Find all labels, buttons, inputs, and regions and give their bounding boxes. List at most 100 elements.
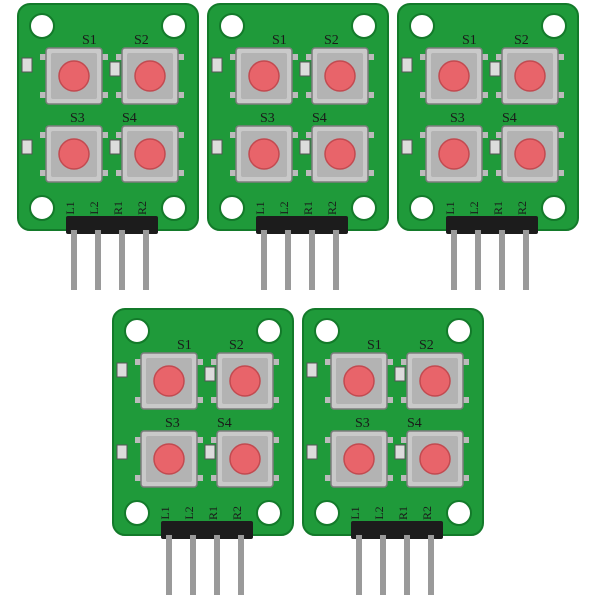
button-cap[interactable] <box>248 138 280 170</box>
button-cap[interactable] <box>514 60 546 92</box>
button-cap[interactable] <box>419 365 451 397</box>
pin-label: L2 <box>372 506 386 519</box>
smd-component <box>211 57 223 73</box>
mounting-hole <box>446 318 472 344</box>
header-pin <box>333 230 339 290</box>
tactile-switch[interactable] <box>306 47 374 105</box>
tactile-switch[interactable] <box>401 430 469 488</box>
smd-component <box>116 444 128 460</box>
mounting-hole <box>161 195 187 221</box>
mounting-hole <box>256 500 282 526</box>
mounting-hole <box>351 13 377 39</box>
button-cap[interactable] <box>438 60 470 92</box>
mounting-hole <box>219 13 245 39</box>
switch-label: S4 <box>122 111 137 126</box>
button-cap[interactable] <box>134 138 166 170</box>
button-cap[interactable] <box>153 365 185 397</box>
tactile-switch[interactable] <box>420 47 488 105</box>
switch-label: S3 <box>260 111 275 126</box>
tactile-switch[interactable] <box>40 125 108 183</box>
tactile-switch[interactable] <box>230 125 298 183</box>
switch-label: S4 <box>502 111 517 126</box>
tactile-switch[interactable] <box>135 352 203 410</box>
tactile-switch[interactable] <box>420 125 488 183</box>
smd-component <box>306 362 318 378</box>
button-cap[interactable] <box>514 138 546 170</box>
button-cap[interactable] <box>343 365 375 397</box>
button-cap[interactable] <box>58 138 90 170</box>
header-pin <box>404 535 410 595</box>
smd-component <box>299 61 311 77</box>
pin-label: L1 <box>253 201 267 214</box>
smd-component <box>109 139 121 155</box>
mounting-hole <box>351 195 377 221</box>
tactile-switch[interactable] <box>135 430 203 488</box>
button-cap[interactable] <box>438 138 470 170</box>
smd-component <box>299 139 311 155</box>
button-cap[interactable] <box>324 60 356 92</box>
pin-label: R2 <box>325 201 339 215</box>
header-pin <box>380 535 386 595</box>
pin-label: R1 <box>491 201 505 215</box>
smd-component <box>489 139 501 155</box>
header-pin <box>356 535 362 595</box>
tactile-switch[interactable] <box>401 352 469 410</box>
pin-label: R2 <box>515 201 529 215</box>
tactile-switch[interactable] <box>325 430 393 488</box>
pin-label: L2 <box>277 201 291 214</box>
switch-label: S3 <box>355 416 370 431</box>
pin-header <box>351 521 443 539</box>
header-pin <box>214 535 220 595</box>
tactile-switch[interactable] <box>306 125 374 183</box>
switch-label: S1 <box>177 338 192 353</box>
pin-label: L1 <box>348 506 362 519</box>
button-cap[interactable] <box>419 443 451 475</box>
switch-label: S1 <box>462 33 477 48</box>
smd-component <box>21 139 33 155</box>
tactile-switch[interactable] <box>230 47 298 105</box>
mounting-hole <box>219 195 245 221</box>
smd-component <box>204 366 216 382</box>
switch-label: S4 <box>407 416 422 431</box>
tactile-switch[interactable] <box>116 125 184 183</box>
mounting-hole <box>409 195 435 221</box>
smd-component <box>211 139 223 155</box>
button-cap[interactable] <box>58 60 90 92</box>
switch-label: S3 <box>450 111 465 126</box>
mounting-hole <box>124 500 150 526</box>
smd-component <box>116 362 128 378</box>
tactile-switch[interactable] <box>40 47 108 105</box>
switch-label: S2 <box>324 33 339 48</box>
tactile-switch[interactable] <box>211 352 279 410</box>
switch-label: S2 <box>514 33 529 48</box>
switch-label: S1 <box>82 33 97 48</box>
tactile-switch[interactable] <box>496 125 564 183</box>
button-cap[interactable] <box>324 138 356 170</box>
switch-label: S2 <box>134 33 149 48</box>
tactile-switch[interactable] <box>116 47 184 105</box>
tactile-switch[interactable] <box>496 47 564 105</box>
mounting-hole <box>124 318 150 344</box>
button-cap[interactable] <box>229 443 261 475</box>
button-cap[interactable] <box>343 443 375 475</box>
switch-label: S2 <box>419 338 434 353</box>
switch-label: S2 <box>229 338 244 353</box>
header-pin <box>143 230 149 290</box>
mounting-hole <box>161 13 187 39</box>
button-cap[interactable] <box>248 60 280 92</box>
button-cap[interactable] <box>229 365 261 397</box>
smd-component <box>489 61 501 77</box>
pin-header <box>161 521 253 539</box>
pin-label: L1 <box>63 201 77 214</box>
pin-header <box>446 216 538 234</box>
button-cap[interactable] <box>153 443 185 475</box>
smd-component <box>204 444 216 460</box>
button-cap[interactable] <box>134 60 166 92</box>
smd-component <box>394 366 406 382</box>
tactile-switch[interactable] <box>325 352 393 410</box>
tactile-switch[interactable] <box>211 430 279 488</box>
pin-label: L1 <box>158 506 172 519</box>
